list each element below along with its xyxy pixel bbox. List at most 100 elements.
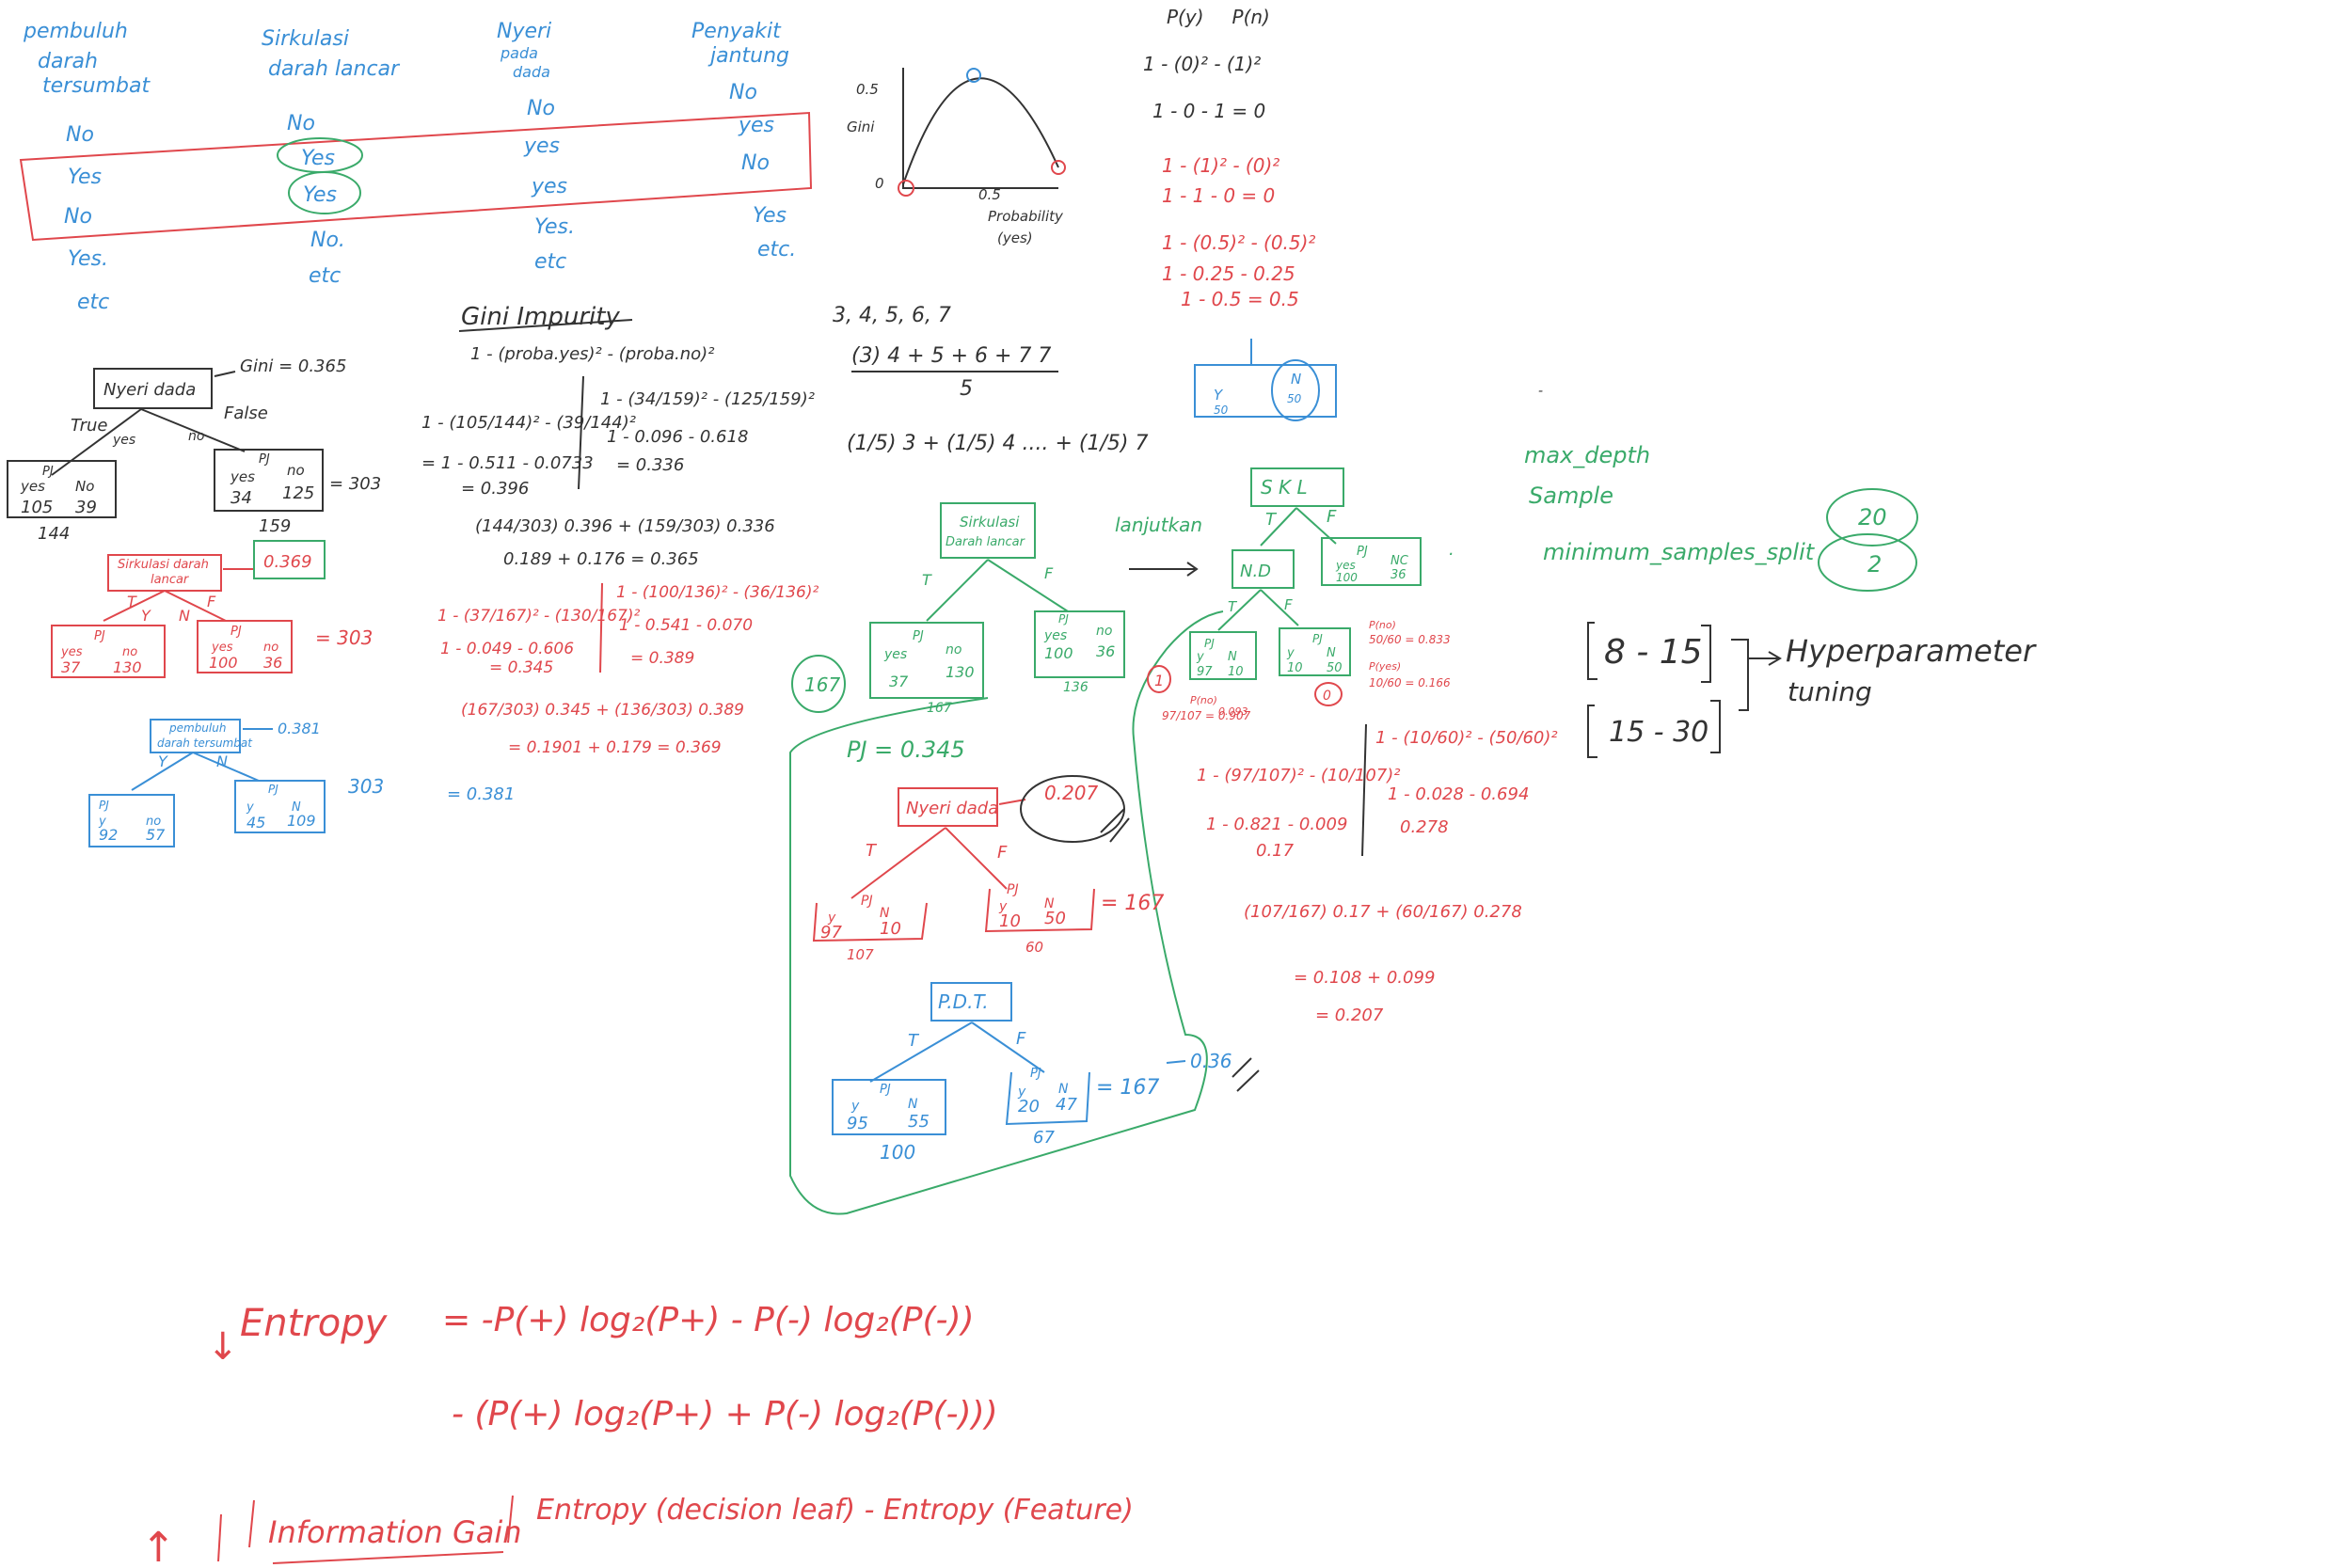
sc-left-2: 1 - 0.821 - 0.009 xyxy=(1206,815,1347,834)
pdt-left-y-val: 92 xyxy=(99,826,118,844)
sp-right-y-val: 20 xyxy=(1018,1097,1040,1117)
cell-c3-r4: Yes. xyxy=(534,215,575,239)
cell-c1-r3: No xyxy=(64,205,92,229)
red-weighted: (167/303) 0.345 + (136/303) 0.389 xyxy=(461,701,744,720)
cell-c4-r2: yes xyxy=(738,114,774,137)
sn-right-box xyxy=(984,888,1095,933)
graph-axes xyxy=(902,68,1058,189)
sk-root-line2: lancar xyxy=(151,573,190,587)
cell-c1-r2: Yes xyxy=(68,166,102,189)
rt-prob-left-3: 0.093 xyxy=(1218,705,1248,718)
hp-bracket-2-left xyxy=(1587,705,1597,758)
gt-node-circle xyxy=(791,655,846,713)
entropy-formula2: - (P(+) log₂(P+) + P(-) log₂(P(-))) xyxy=(452,1395,998,1433)
rt-ll-box xyxy=(1189,631,1257,680)
header-col3-line1: Nyeri xyxy=(497,20,551,43)
graph-ylabel: Gini xyxy=(847,119,875,135)
sk-f: F xyxy=(207,593,216,610)
gini-title: Gini Impurity xyxy=(461,303,620,331)
sk-root-line1: Sirkulasi darah xyxy=(118,558,209,572)
rt-nd-branches xyxy=(1217,589,1299,631)
cell-c4-r1: No xyxy=(729,81,757,104)
sn-right-n-val: 50 xyxy=(1044,909,1066,928)
cell-c3-r3: yes xyxy=(531,175,567,198)
gini-impurity-block: Gini Impurity 1 - (proba.yes)² - (proba.… xyxy=(421,303,815,569)
sk-left-no-val: 130 xyxy=(113,658,142,676)
pdt-left-n: no xyxy=(146,815,161,829)
ig-bar-3 xyxy=(507,1495,514,1544)
sn-left-pj: PJ xyxy=(861,894,873,909)
pdt-gini: 0.381 xyxy=(278,720,321,737)
sn-left-total: 107 xyxy=(847,946,874,963)
gt-left-no-val: 130 xyxy=(946,663,975,681)
rt-circle-0-label: 0 xyxy=(1323,689,1331,704)
cell-c2-r5: etc xyxy=(309,264,341,288)
rt-lr-y-val: 10 xyxy=(1287,661,1303,675)
gt-branches xyxy=(926,559,1069,622)
ny-right-yes: yes xyxy=(230,468,255,485)
calc-red-1: 1 - (1)² - (0)² xyxy=(1162,154,1279,177)
rt-leaf-nc: NC xyxy=(1391,554,1409,568)
ny-left-no-val: 39 xyxy=(75,498,97,517)
rt-root-label: S K L xyxy=(1261,476,1308,499)
ny-no-small: no xyxy=(188,429,204,444)
sk-left-box xyxy=(51,625,166,678)
header-col3-line3: dada xyxy=(513,63,550,81)
sub-nyeri-tree: Nyeri dada 0.207 T F PJ y N 97 10 107 PJ… xyxy=(812,775,1164,963)
sp-t: T xyxy=(908,1031,920,1051)
rcb-circle xyxy=(1271,359,1320,421)
pdt-right-box xyxy=(234,780,326,833)
hp-bracket-1-right xyxy=(1701,625,1711,683)
gt-right-pj: PJ xyxy=(1058,612,1069,626)
ny-left-yes-val: 105 xyxy=(21,498,53,517)
sc-right-2: 1 - 0.028 - 0.694 xyxy=(1388,784,1529,804)
sp-right-box xyxy=(1005,1071,1090,1126)
gt-t: T xyxy=(922,571,932,589)
header-col2-line2: darah lancar xyxy=(268,57,401,81)
sk-left-pj: PJ xyxy=(94,629,105,643)
curve-point-end xyxy=(1051,160,1066,175)
sn-t: T xyxy=(866,841,878,861)
rt-prob-right-4: 10/60 = 0.166 xyxy=(1369,676,1451,689)
cell-c1-r5: etc xyxy=(77,291,109,314)
ig-underline xyxy=(272,1551,504,1564)
rt-t: T xyxy=(1265,510,1278,530)
calc-red2-1: 1 - (0.5)² - (0.5)² xyxy=(1162,231,1315,254)
entropy-section: ↓ Entropy = -P(+) log₂(P+) - P(-) log₂(P… xyxy=(141,1301,1134,1568)
seq-line3: (1/5) 3 + (1/5) 4 .... + (1/5) 7 xyxy=(847,432,1149,455)
sub-gini-calc: 1 - (97/107)² - (10/107)² 1 - 0.821 - 0.… xyxy=(1197,723,1558,1025)
ny-right-box xyxy=(214,449,324,512)
ny-grand-total: = 303 xyxy=(329,474,381,494)
ny-root-box xyxy=(93,368,213,409)
rt-leaf-yes: yes xyxy=(1335,559,1356,572)
red-left-1: 1 - (37/167)² - (130/167)² xyxy=(437,607,640,626)
ny-right-no: no xyxy=(287,462,305,479)
hyperparam-ranges: 8 - 15 15 - 30 Hyperparameter tuning xyxy=(1587,622,2037,758)
gn-circle-2 xyxy=(1818,533,1917,592)
cell-c2-r3: Yes xyxy=(303,183,337,207)
gini-left-3: = 0.396 xyxy=(461,479,529,499)
sn-left-y-val: 97 xyxy=(820,923,842,942)
header-col1-line2: darah xyxy=(38,50,98,73)
gt-root-line2: Darah lancar xyxy=(946,535,1026,549)
sp-gini-emphasis xyxy=(1232,1057,1260,1092)
ny-gini-note: Gini = 0.365 xyxy=(240,356,346,376)
rcb-n-val: 50 xyxy=(1287,392,1302,405)
ny-branches xyxy=(51,408,246,476)
gini-title-underline xyxy=(458,319,633,332)
graph-xlabel-line1: Probability xyxy=(988,208,1064,225)
pdt-right-pj: PJ xyxy=(268,783,278,796)
cell-c4-r5: etc. xyxy=(757,238,796,261)
calc-red2-2: 1 - 0.25 - 0.25 xyxy=(1162,262,1295,285)
sk-t: T xyxy=(127,593,137,610)
sp-left-n-val: 55 xyxy=(908,1112,930,1132)
rt-lr-n: N xyxy=(1327,646,1336,660)
sk-right-yes: yes xyxy=(211,641,233,655)
rt-ll-y-val: 97 xyxy=(1197,665,1213,679)
ny-right-total: 159 xyxy=(259,516,291,536)
pdt-total: 303 xyxy=(348,775,384,798)
sn-root-box xyxy=(898,787,998,827)
hp-label2: tuning xyxy=(1788,676,1872,707)
ig-label: Information Gain xyxy=(268,1514,522,1550)
seq-denom: 5 xyxy=(960,377,973,401)
